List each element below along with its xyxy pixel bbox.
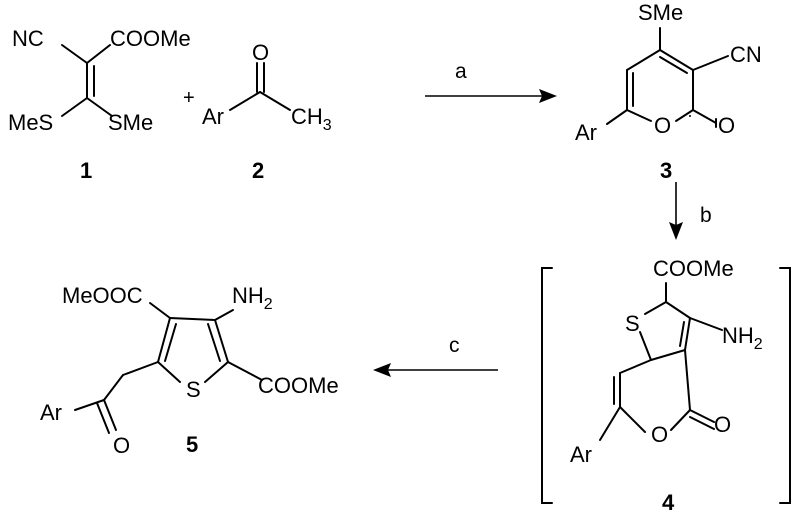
compound-4-amino: NH2 bbox=[722, 323, 763, 353]
compound-4-sulfur: S bbox=[625, 311, 640, 336]
compound-2-methyl: CH3 bbox=[291, 104, 332, 134]
compound-4-bonds bbox=[599, 282, 723, 441]
compound-4-number: 4 bbox=[662, 490, 675, 515]
compound-1-ester: COOMe bbox=[110, 26, 191, 51]
compound-1-methylthio-right: SMe bbox=[108, 110, 153, 135]
compound-3-bonds bbox=[606, 27, 729, 128]
compound-5-amino: NH2 bbox=[232, 283, 273, 313]
compound-4-ring-oxygen: O bbox=[651, 422, 668, 447]
compound-5-aryl: Ar bbox=[40, 400, 62, 425]
compound-5-ester-right: COOMe bbox=[258, 373, 339, 398]
compound-5-number: 5 bbox=[186, 432, 198, 457]
compound-4-left-bracket bbox=[541, 267, 553, 504]
step-b-label: b bbox=[700, 204, 712, 227]
compound-1-bonds bbox=[61, 44, 113, 117]
compound-3-methylthio: SMe bbox=[638, 0, 683, 25]
step-c-label: c bbox=[449, 334, 460, 357]
compound-2-bonds bbox=[229, 62, 291, 111]
compound-5: MeOOC NH2 COOMe S Ar O 5 bbox=[40, 283, 339, 458]
arrow-step-b bbox=[669, 182, 683, 240]
compound-1-nitrile: NC bbox=[12, 26, 44, 51]
step-a-label: a bbox=[455, 60, 467, 83]
compound-4-amino-subscript: 2 bbox=[754, 336, 763, 353]
compound-5-amino-subscript: 2 bbox=[264, 296, 273, 313]
compound-3-carbonyl-oxygen: O bbox=[718, 113, 735, 138]
plus-sign: + bbox=[183, 87, 195, 109]
compound-3-aryl: Ar bbox=[575, 120, 597, 145]
compound-3-nitrile: CN bbox=[730, 42, 762, 67]
compound-2-methyl-ch: CH bbox=[291, 104, 323, 129]
compound-5-sulfur: S bbox=[186, 377, 201, 402]
compound-2-aryl: Ar bbox=[202, 104, 224, 129]
compound-5-carbonyl-oxygen: O bbox=[113, 433, 130, 458]
compound-2-number: 2 bbox=[252, 158, 264, 183]
compound-4-ester: COOMe bbox=[653, 256, 734, 281]
compound-5-ester-left: MeOOC bbox=[62, 283, 143, 308]
compound-5-bonds bbox=[74, 302, 263, 434]
compound-4: COOMe S NH2 O O Ar 4 bbox=[541, 256, 791, 515]
compound-2-methyl-subscript: 3 bbox=[323, 117, 332, 134]
compound-1-number: 1 bbox=[80, 158, 92, 183]
compound-3: SMe CN Ar O O 3 bbox=[575, 0, 762, 183]
compound-4-carbonyl-oxygen: O bbox=[714, 412, 731, 437]
compound-3-number: 3 bbox=[660, 158, 672, 183]
compound-3-ring-oxygen: O bbox=[654, 113, 671, 138]
compound-2: Ar O CH3 2 bbox=[202, 40, 332, 183]
compound-4-aryl: Ar bbox=[570, 442, 592, 467]
compound-4-amino-nh: NH bbox=[722, 323, 754, 348]
arrow-step-a bbox=[425, 89, 557, 103]
compound-2-carbonyl-oxygen: O bbox=[252, 40, 269, 65]
compound-1-methylthio-left: MeS bbox=[8, 110, 53, 135]
compound-4-right-bracket bbox=[779, 267, 791, 504]
arrow-step-c bbox=[373, 363, 498, 377]
compound-1: NC COOMe MeS SMe 1 bbox=[8, 26, 191, 183]
compound-5-amino-nh: NH bbox=[232, 283, 264, 308]
